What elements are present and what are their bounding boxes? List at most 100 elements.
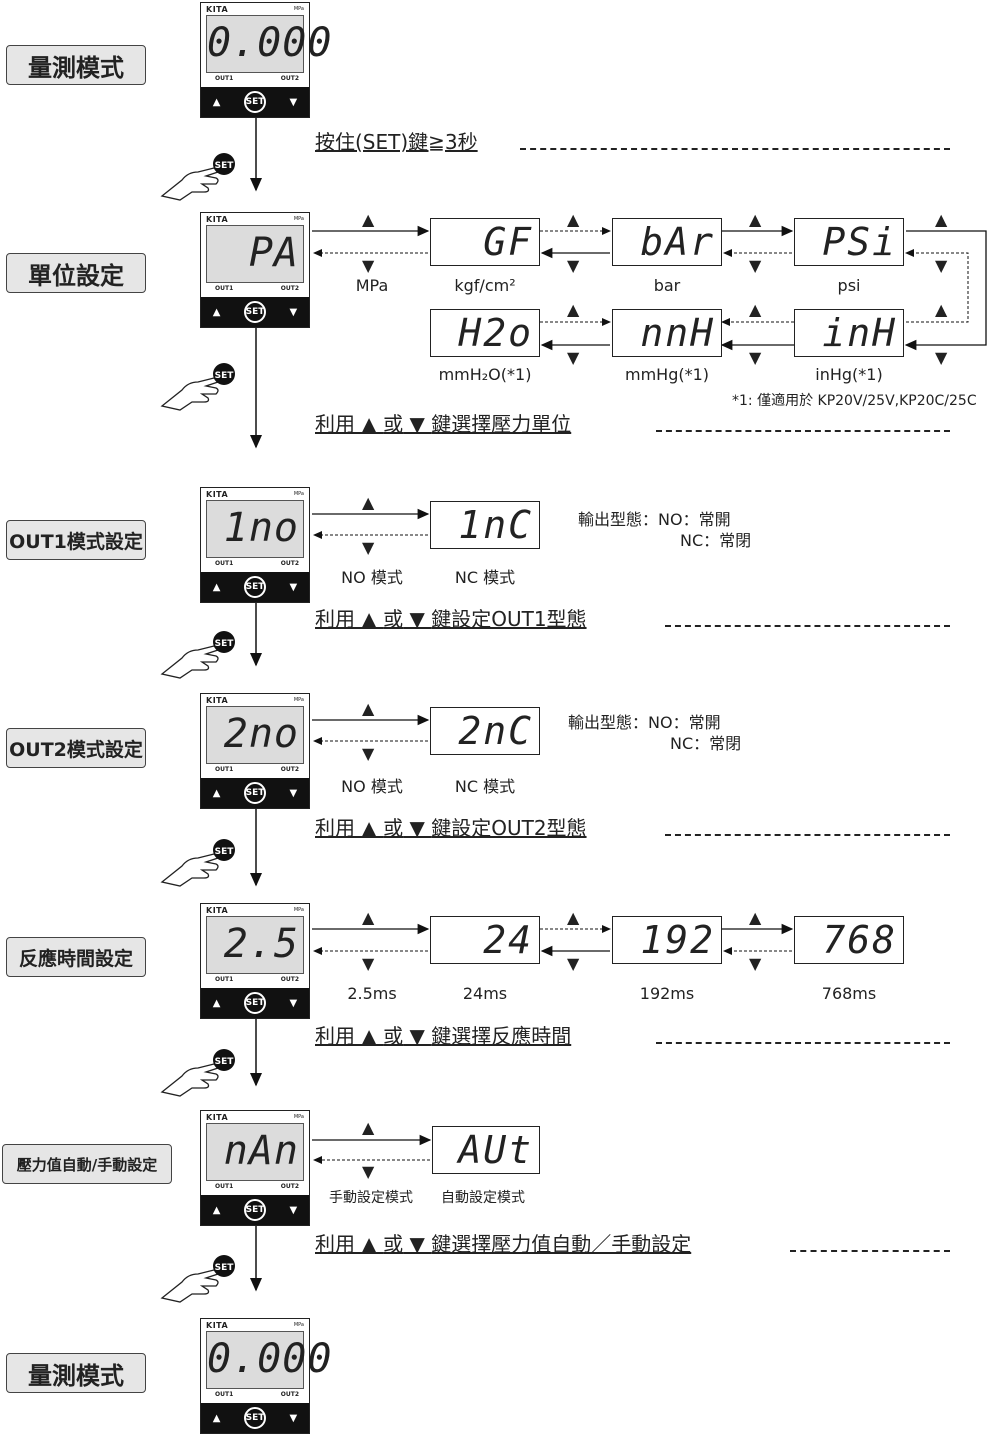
hand-set-label: SET	[215, 161, 235, 171]
set-button[interactable]: SET	[244, 576, 266, 598]
up-triangle-icon: ▲	[935, 300, 948, 319]
caption-response-2-5: 2.5ms	[347, 984, 397, 1003]
hand-set-label: SET	[215, 1263, 235, 1273]
device-display: 2no	[206, 706, 304, 764]
instruction-dash-3	[665, 625, 950, 627]
up-triangle-icon: ▲	[362, 493, 375, 512]
down-triangle-icon: ▼	[567, 256, 580, 275]
instruction-out1: 利用 ▲ 或 ▼ 鍵設定OUT1型態	[315, 607, 587, 631]
up-button[interactable]: ▲	[212, 1204, 221, 1216]
down-button[interactable]: ▼	[289, 581, 298, 593]
lcd-bar: bAr	[612, 218, 722, 266]
lcd-response-768: 768	[794, 916, 904, 964]
device-brand: KITA	[206, 1321, 229, 1330]
out2-note-nc: NC：常閉	[670, 734, 742, 753]
set-button[interactable]: SET	[244, 782, 266, 804]
out2-label: OUT2	[280, 976, 299, 983]
lcd-auto: AUt	[432, 1126, 540, 1174]
out1-note-nc: NC：常閉	[680, 531, 752, 550]
down-button[interactable]: ▼	[289, 306, 298, 318]
device-brand: KITA	[206, 5, 229, 14]
caption-mmhg: mmHg(*1)	[624, 365, 710, 384]
down-button[interactable]: ▼	[289, 96, 298, 108]
up-triangle-icon: ▲	[362, 1118, 375, 1137]
instruction-dash-5	[656, 1042, 950, 1044]
mode-label-out1: OUT1模式設定	[6, 520, 146, 560]
up-button[interactable]: ▲	[212, 581, 221, 593]
up-button[interactable]: ▲	[212, 306, 221, 318]
down-triangle-icon: ▼	[935, 256, 948, 275]
device-display: 0.000	[206, 1331, 331, 1389]
out2-label: OUT2	[280, 75, 299, 82]
down-button[interactable]: ▼	[289, 1412, 298, 1424]
up-triangle-icon: ▲	[749, 300, 762, 319]
up-button[interactable]: ▲	[212, 787, 221, 799]
lcd-inhg: inH	[794, 309, 904, 357]
lcd-response-24: 24	[430, 916, 540, 964]
instruction-unit: 利用 ▲ 或 ▼ 鍵選擇壓力單位	[315, 412, 572, 436]
up-triangle-icon: ▲	[749, 210, 762, 229]
out2-label: OUT2	[280, 1391, 299, 1398]
caption-out2-nc: NC 模式	[454, 777, 516, 796]
down-triangle-icon: ▼	[935, 348, 948, 367]
lcd-mmhg: nnH	[612, 309, 722, 357]
up-button[interactable]: ▲	[212, 96, 221, 108]
set-button[interactable]: SET	[244, 91, 266, 113]
up-triangle-icon: ▲	[362, 908, 375, 927]
instruction-dash-4	[665, 834, 950, 836]
out1-label: OUT1	[215, 560, 234, 567]
device-unit: MPa	[293, 491, 304, 497]
hand-set-label: SET	[215, 639, 235, 649]
press-hand-icon: SET	[158, 360, 238, 412]
out1-label: OUT1	[215, 766, 234, 773]
mode-label-response: 反應時間設定	[6, 937, 146, 977]
out1-label: OUT1	[215, 1391, 234, 1398]
device-unit: MPa	[293, 216, 304, 222]
set-button[interactable]: SET	[244, 1407, 266, 1429]
device-unit: MPa	[293, 697, 304, 703]
device-display: 1no	[206, 500, 304, 558]
up-button[interactable]: ▲	[212, 1412, 221, 1424]
down-button[interactable]: ▼	[289, 1204, 298, 1216]
set-button[interactable]: SET	[244, 992, 266, 1014]
press-hand-icon: SET	[158, 836, 238, 888]
down-triangle-icon: ▼	[749, 256, 762, 275]
down-button[interactable]: ▼	[289, 787, 298, 799]
caption-out1-nc: NC 模式	[454, 568, 516, 587]
out2-label: OUT2	[280, 1183, 299, 1190]
device-display: nAn	[206, 1123, 304, 1181]
caption-auto-mode: 自動設定模式	[441, 1190, 525, 1206]
out1-label: OUT1	[215, 1183, 234, 1190]
device-brand: KITA	[206, 906, 229, 915]
instruction-auto: 利用 ▲ 或 ▼ 鍵選擇壓力值自動／手動設定	[315, 1232, 692, 1256]
down-button[interactable]: ▼	[289, 997, 298, 1009]
out2-label: OUT2	[280, 766, 299, 773]
mode-label-auto-manual: 壓力值自動/手動設定	[2, 1144, 172, 1184]
press-hand-icon: SET	[158, 150, 238, 202]
out2-label: OUT2	[280, 560, 299, 567]
instruction-dash-1	[520, 148, 950, 150]
up-button[interactable]: ▲	[212, 997, 221, 1009]
down-triangle-icon: ▼	[749, 348, 762, 367]
device-display: PA	[206, 225, 304, 283]
hand-set-label: SET	[215, 371, 235, 381]
device-brand: KITA	[206, 215, 229, 224]
up-triangle-icon: ▲	[567, 300, 580, 319]
set-button[interactable]: SET	[244, 1199, 266, 1221]
caption-response-192: 192ms	[639, 984, 695, 1003]
caption-kgf: kgf/cm²	[454, 276, 516, 295]
device-display: 0.000	[206, 15, 331, 73]
caption-mmh2o: mmH₂O(*1)	[438, 365, 532, 384]
out1-label: OUT1	[215, 75, 234, 82]
lcd-kgf: GF	[430, 218, 540, 266]
up-triangle-icon: ▲	[567, 908, 580, 927]
set-button[interactable]: SET	[244, 301, 266, 323]
caption-response-24: 24ms	[462, 984, 508, 1003]
lcd-mmh2o: H2o	[430, 309, 540, 357]
